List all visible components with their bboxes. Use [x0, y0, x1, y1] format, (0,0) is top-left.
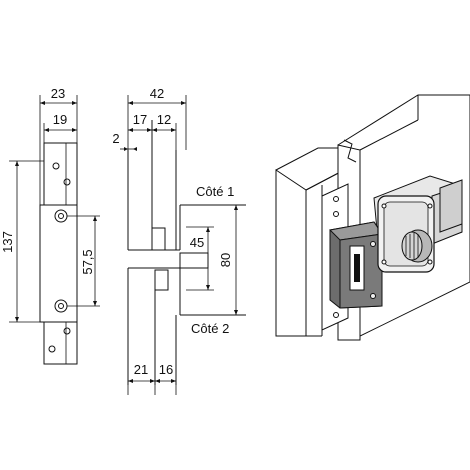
side-1-label: Côté 1 [196, 184, 234, 199]
bolt-lower [154, 269, 169, 291]
side-view: 42 17 12 2 45 80 Côté 1 Côté 2 [112, 86, 246, 395]
screw-icon [333, 312, 339, 318]
dim-side-depth: 42 [150, 86, 164, 101]
front-plate-upper [43, 142, 78, 206]
screw-icon [427, 259, 433, 265]
dim-front-width: 23 [51, 86, 65, 101]
side-2-label: Côté 2 [191, 321, 229, 336]
screw-hole [63, 327, 71, 335]
door-frame-front [275, 169, 307, 337]
screw-icon [370, 293, 376, 299]
screw-hole [48, 345, 56, 353]
dim-total-height: 137 [0, 231, 15, 253]
keeper-slot-dark [354, 254, 360, 282]
dim-plate-offset: 2 [112, 131, 119, 146]
screw-icon [381, 259, 387, 265]
bolt-upper [151, 227, 166, 251]
dim-case-height: 80 [218, 253, 233, 267]
front-plate-lower [43, 321, 78, 365]
mounting-hole-lower-core [58, 303, 64, 309]
screw-hole [63, 178, 71, 186]
dim-bolt-height: 45 [190, 235, 204, 250]
screw-hole [52, 162, 60, 170]
screw-icon [370, 241, 376, 247]
dim-front-inner-width: 19 [53, 112, 67, 127]
screw-icon [381, 203, 387, 209]
mounting-hole-upper-core [58, 213, 64, 219]
cylinder-tube [439, 179, 463, 233]
lock-illustration [275, 94, 470, 341]
dim-base-a: 21 [134, 362, 148, 377]
front-view: 23 19 137 57,5 [0, 86, 100, 365]
dim-hole-spacing: 57,5 [80, 249, 95, 274]
screw-icon [427, 203, 433, 209]
screw-icon [333, 196, 339, 202]
screw-icon [333, 211, 339, 217]
dim-base-b: 16 [159, 362, 173, 377]
dim-depth-a: 17 [133, 112, 147, 127]
dim-depth-b: 12 [157, 112, 171, 127]
bolt-tongue [179, 252, 209, 269]
front-plate-body [39, 204, 78, 323]
